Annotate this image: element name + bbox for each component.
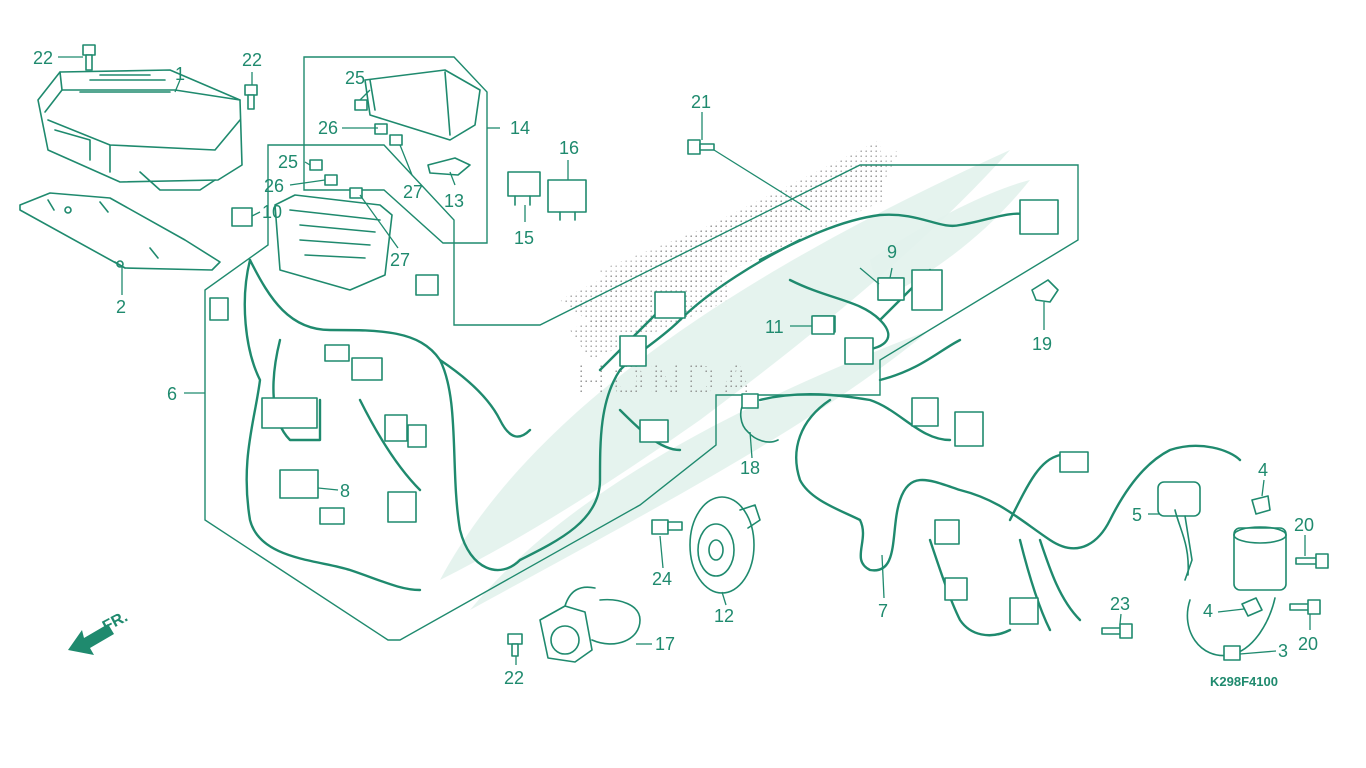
callout-2: 2 — [116, 297, 126, 317]
part-ignition-coil — [1186, 526, 1287, 661]
callout-20: 20 — [1298, 634, 1318, 654]
callout-7: 7 — [878, 601, 888, 621]
part-connector-8 — [279, 469, 345, 525]
callout-8: 8 — [340, 481, 350, 501]
callout-21: 21 — [691, 92, 711, 112]
part-horn — [689, 496, 761, 594]
callout-18: 18 — [740, 458, 760, 478]
part-clamp-18 — [739, 393, 779, 443]
bolt-20-bottom — [1289, 599, 1321, 615]
callout-26: 26 — [318, 118, 338, 138]
callout-11: 11 — [765, 317, 784, 337]
callout-26: 26 — [264, 176, 284, 196]
callout-25: 25 — [278, 152, 298, 172]
diagram-code: K298F4100 — [1210, 674, 1278, 689]
callout-19: 19 — [1032, 334, 1052, 354]
callout-3: 3 — [1278, 641, 1288, 661]
watermark-text: HONDA — [575, 356, 756, 405]
callout-15: 15 — [514, 228, 534, 248]
callout-22: 22 — [33, 48, 53, 68]
bolt-20-top — [1295, 553, 1329, 569]
front-direction-arrow: FR. — [68, 608, 131, 655]
leader-lines — [58, 56, 1311, 665]
callout-16: 16 — [559, 138, 579, 158]
fuse-clips — [354, 99, 471, 176]
callout-12: 12 — [714, 606, 734, 626]
bolt-22-top-left — [82, 44, 96, 71]
honda-watermark: HONDA — [440, 140, 1030, 610]
callout-labels: 22 1 22 25 26 14 27 13 16 15 21 25 26 10… — [33, 48, 1318, 688]
callout-4: 4 — [1258, 460, 1268, 480]
callout-20: 20 — [1294, 515, 1314, 535]
callout-1: 1 — [175, 64, 185, 84]
bolt-23 — [1101, 623, 1133, 639]
bolt-22-bottom — [507, 633, 523, 657]
callout-9: 9 — [887, 242, 897, 262]
bolt-22-top — [244, 84, 258, 110]
part-clip-19 — [1031, 279, 1059, 303]
part-main-harness — [209, 238, 802, 592]
part-connector-11 — [811, 315, 835, 335]
part-fuse-box-main — [231, 159, 393, 291]
callout-13: 13 — [444, 191, 464, 211]
callout-10: 10 — [262, 202, 282, 222]
callout-25: 25 — [345, 68, 365, 88]
part-harness-7 — [758, 393, 1242, 637]
part-plug-cap — [1157, 481, 1201, 581]
callout-17: 17 — [655, 634, 675, 654]
part-bracket-plate — [19, 192, 221, 271]
callout-27: 27 — [403, 182, 423, 202]
part-fuse-box-cover — [364, 69, 481, 141]
bolt-21 — [687, 139, 715, 155]
part-relay-15 — [507, 171, 541, 206]
callout-14: 14 — [510, 118, 530, 138]
bolt-24 — [651, 519, 683, 535]
callout-27: 27 — [390, 250, 410, 270]
part-connector-9 — [877, 277, 905, 301]
callout-4: 4 — [1203, 601, 1213, 621]
callout-5: 5 — [1132, 505, 1142, 525]
part-relay-16 — [547, 179, 587, 221]
washer-4-bottom — [1241, 597, 1263, 617]
part-control-unit — [37, 69, 243, 191]
callout-23: 23 — [1110, 594, 1130, 614]
callout-24: 24 — [652, 569, 672, 589]
washer-4-top — [1251, 495, 1271, 515]
group-frames — [204, 56, 1079, 641]
part-starter-relay — [539, 586, 641, 663]
callout-6: 6 — [167, 384, 177, 404]
callout-22: 22 — [242, 50, 262, 70]
callout-22: 22 — [504, 668, 524, 688]
